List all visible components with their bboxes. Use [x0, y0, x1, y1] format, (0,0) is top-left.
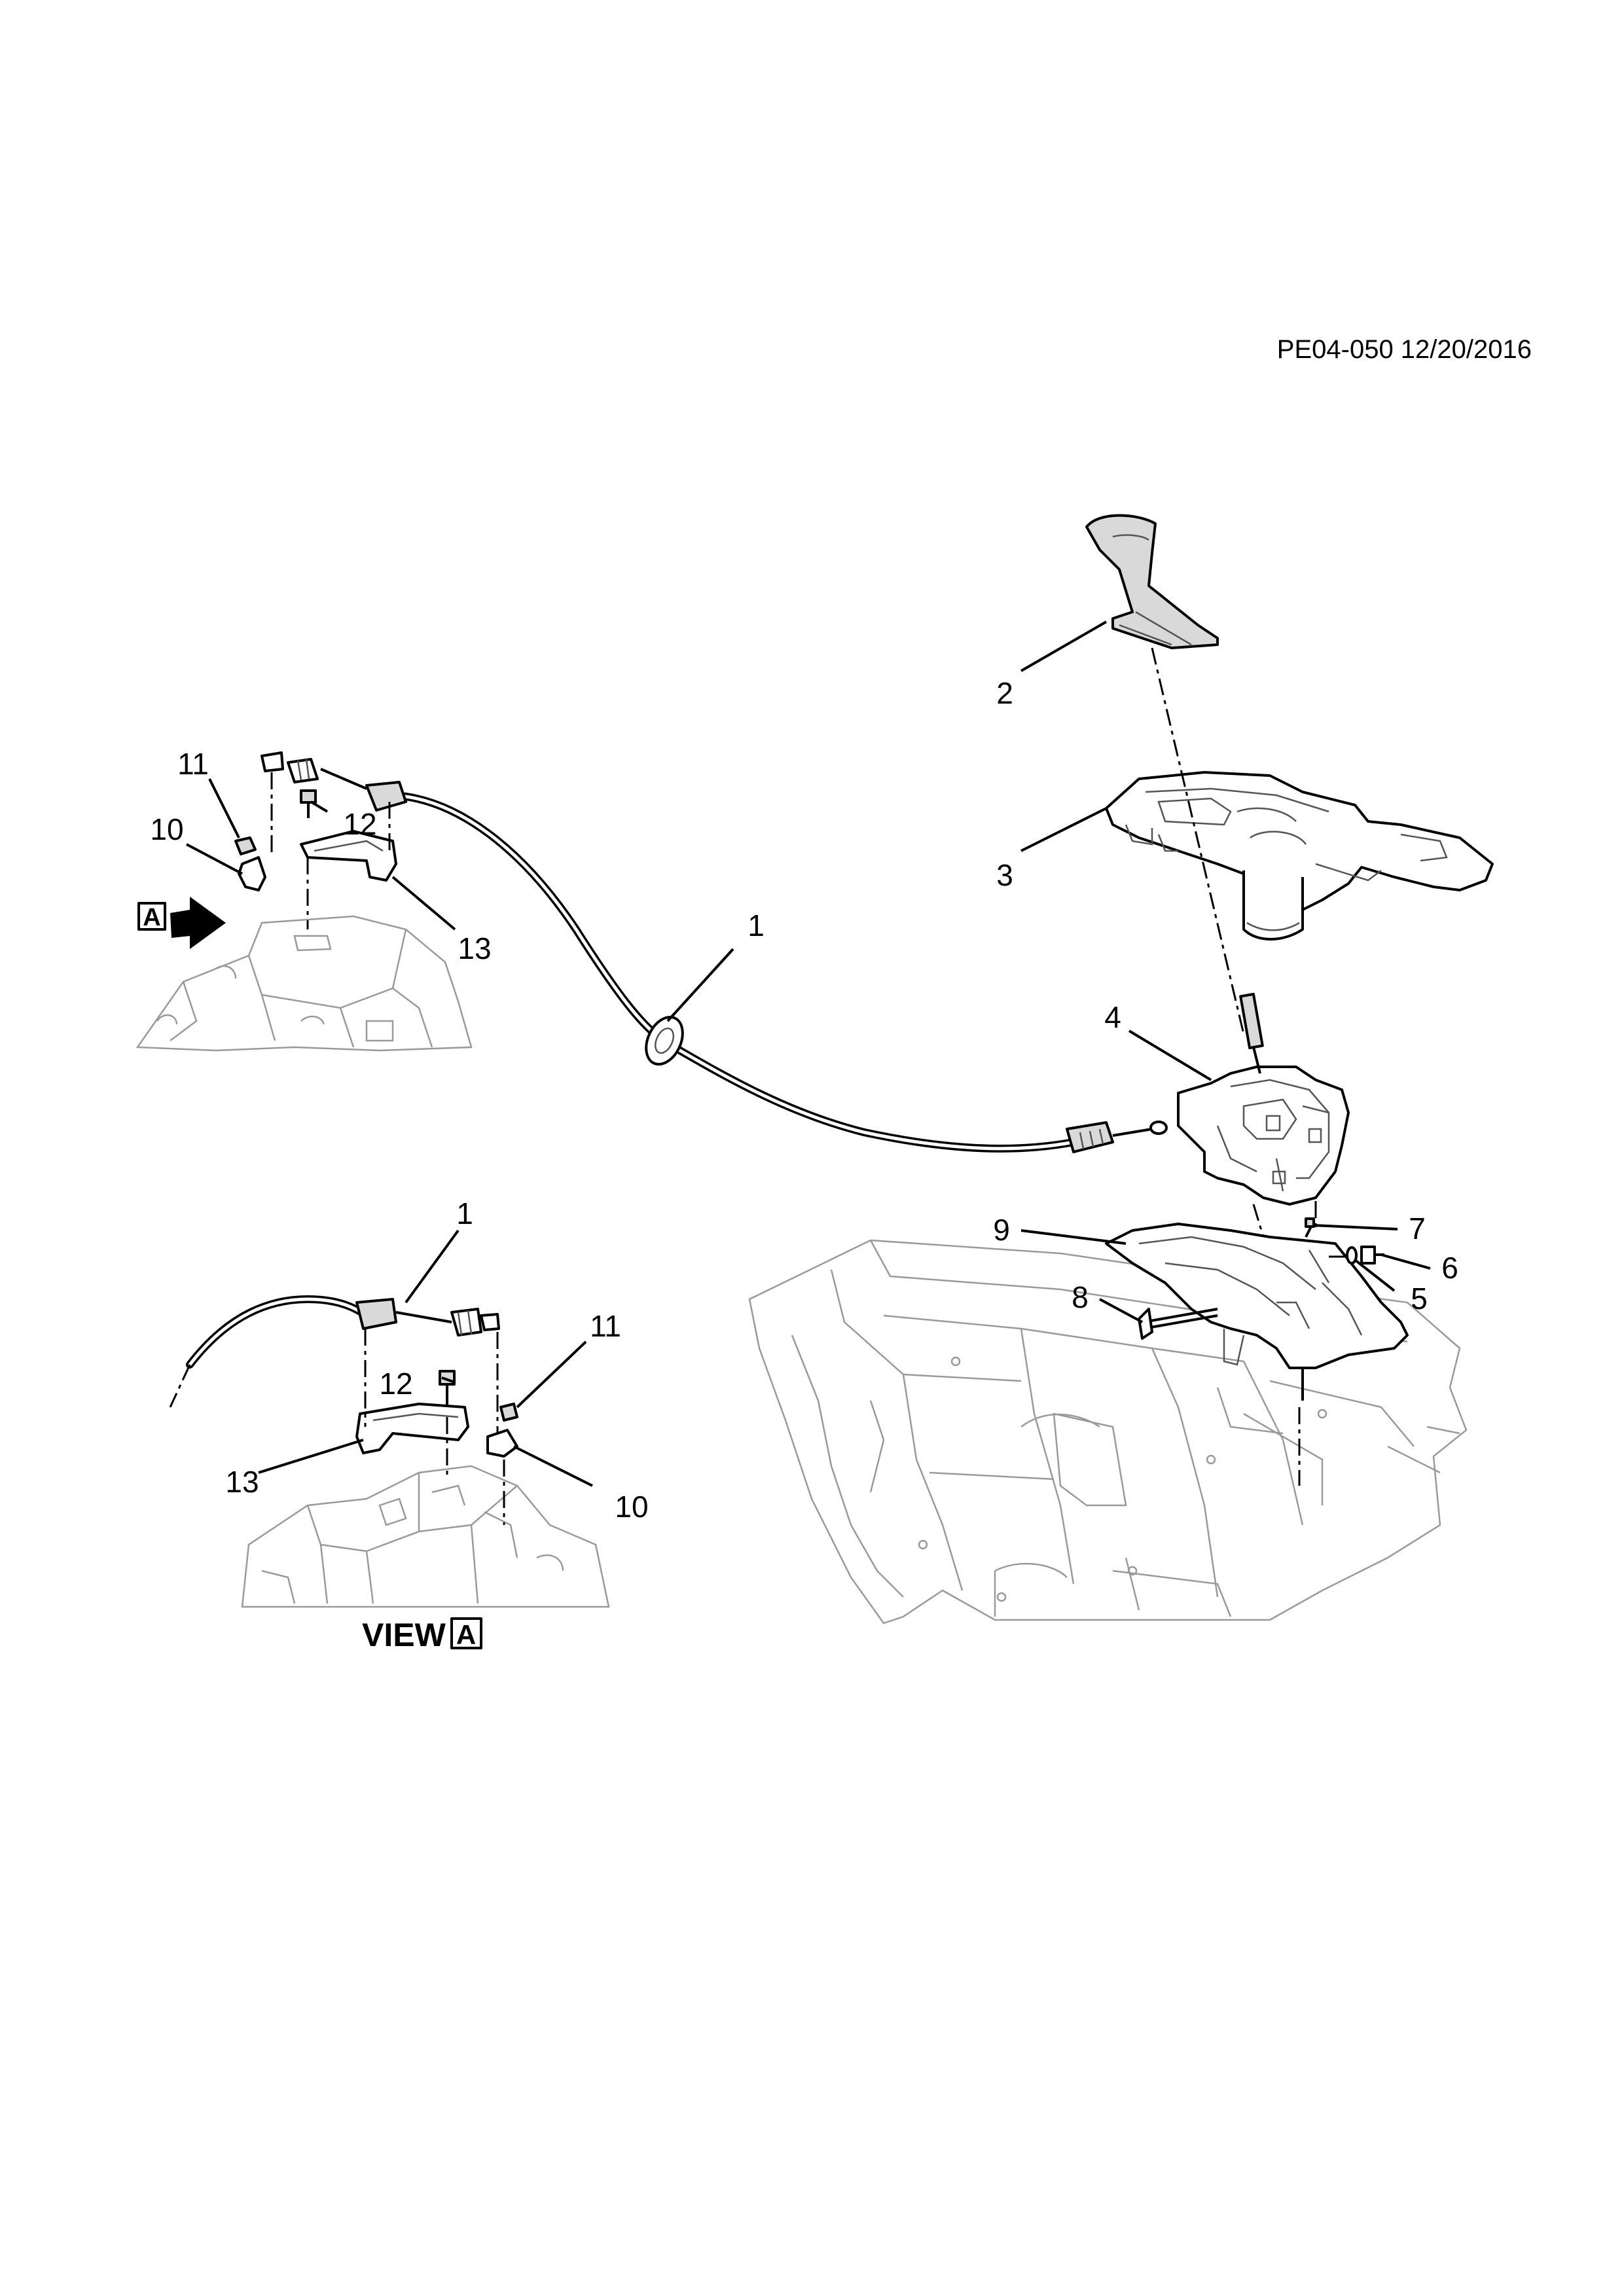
shift-cable [261, 751, 1168, 1153]
callout-4: 4 [1104, 1000, 1121, 1034]
callout-13-main: 13 [458, 931, 491, 965]
shifter-hardware [1138, 1217, 1384, 1340]
callout-1-view: 1 [456, 1196, 473, 1230]
shifter-base [1105, 1223, 1409, 1486]
callout-numbers: 2 3 4 9 7 6 5 8 1 11 10 12 13 1 11 12 13… [150, 676, 1458, 1524]
callout-9: 9 [993, 1213, 1010, 1247]
transmission-illustration-upper [135, 915, 473, 1052]
callout-10-main: 10 [150, 812, 183, 846]
callout-10-view: 10 [615, 1490, 648, 1524]
document-id: PE04-050 12/20/2016 [1277, 335, 1532, 364]
view-arrow-letter: A [143, 904, 160, 931]
upper-bracket-hardware [234, 772, 397, 929]
view-label-text: VIEW [362, 1617, 446, 1653]
callout-12-view: 12 [379, 1367, 412, 1401]
console-trim-plate [1105, 771, 1494, 941]
callout-1-main: 1 [748, 908, 765, 942]
leader-lines [186, 620, 1431, 1487]
view-a-label: VIEW A [362, 1617, 482, 1653]
view-a-arrow: A [137, 897, 226, 949]
callout-3: 3 [996, 858, 1013, 892]
callout-8: 8 [1072, 1280, 1089, 1314]
callout-2: 2 [996, 676, 1013, 710]
callout-7: 7 [1409, 1211, 1426, 1246]
callout-12-main: 12 [343, 807, 376, 841]
transmission-illustration-view [241, 1465, 610, 1608]
callout-11-view: 11 [590, 1309, 621, 1343]
shift-knob [1085, 514, 1219, 649]
view-label-letter: A [456, 1619, 476, 1650]
view-a-cable-hardware [169, 1295, 518, 1525]
callout-13-view: 13 [225, 1465, 259, 1499]
callout-6: 6 [1441, 1251, 1458, 1285]
shifter-assembly [1151, 647, 1350, 1238]
callout-5: 5 [1411, 1282, 1428, 1316]
callout-11-main: 11 [177, 747, 209, 781]
